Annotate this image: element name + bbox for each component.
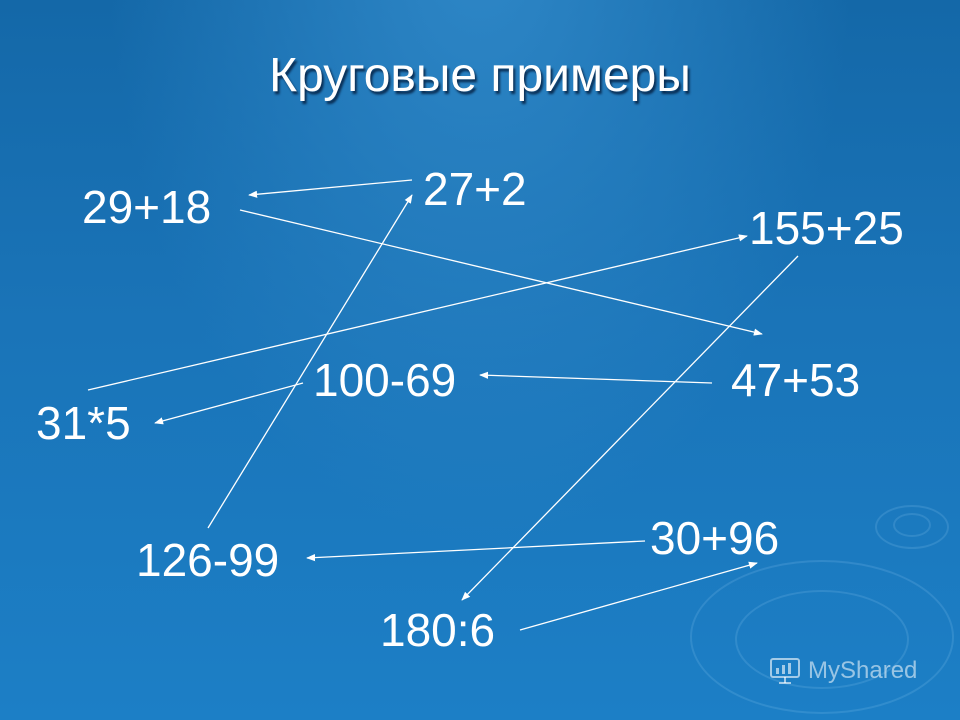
ripple-decoration xyxy=(690,560,954,714)
arrow-47-53-to-100-69 xyxy=(479,371,713,384)
expression-47-53: 47+53 xyxy=(731,354,861,406)
watermark-text: MyShared xyxy=(808,657,918,684)
expression-27-2: 27+2 xyxy=(423,163,527,215)
expression-126-99: 126-99 xyxy=(136,534,280,586)
arrow-155-25-to-180-6 xyxy=(461,255,799,601)
ripple-decoration xyxy=(893,513,931,537)
arrow-126-99-to-27-2 xyxy=(207,194,413,529)
arrow-29-18-to-47-53 xyxy=(239,209,763,336)
expression-30-96: 30+96 xyxy=(650,512,780,564)
arrow-27-2-to-29-18 xyxy=(248,179,413,198)
ripple-decoration xyxy=(875,505,949,549)
presentation-board-icon xyxy=(768,656,802,686)
arrow-100-69-to-31x5 xyxy=(154,382,304,425)
watermark: MyShared xyxy=(768,656,917,686)
arrow-180-6-to-30-96 xyxy=(519,561,758,631)
expression-155-25: 155+25 xyxy=(749,202,904,254)
expression-180-6: 180:6 xyxy=(380,604,496,656)
arrow-30-96-to-126-99 xyxy=(306,540,646,562)
expression-31x5: 31*5 xyxy=(36,397,131,449)
arrow-31x5-to-155-25 xyxy=(87,234,748,391)
expression-29-18: 29+18 xyxy=(82,181,212,233)
ripple-decoration xyxy=(735,590,909,689)
expression-100-69: 100-69 xyxy=(313,354,457,406)
slide-title: Круговые примеры xyxy=(269,49,691,102)
